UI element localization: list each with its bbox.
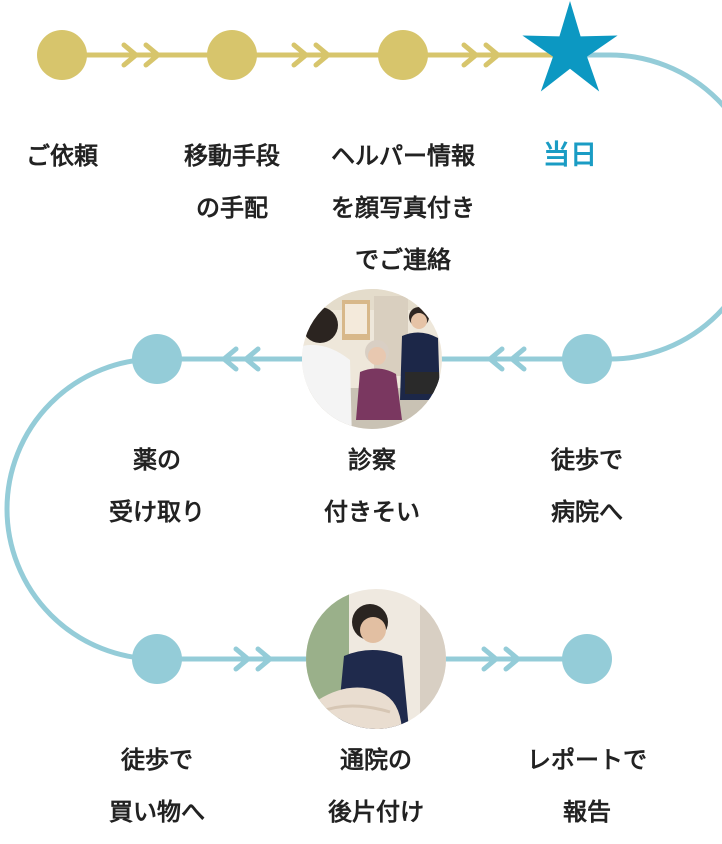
chevron-left-icon: [509, 346, 527, 372]
step-label-7: 薬の 受け取り: [109, 446, 205, 526]
step-label-today: 当日: [543, 140, 597, 171]
step-label-3: ヘルパー情報 を顔写真付き でご連絡: [331, 142, 475, 274]
step-node-8: [132, 634, 182, 684]
step-label-9: 通院の 後片付け: [328, 746, 424, 826]
step-node-3: [378, 30, 428, 80]
chevron-right-icon: [233, 646, 251, 672]
chevron-right-icon: [291, 42, 309, 68]
step-node-2: [207, 30, 257, 80]
step-node-7: [132, 334, 182, 384]
chevron-left-icon: [243, 346, 261, 372]
chevron-right-icon: [483, 42, 501, 68]
step-label-6: 診察 付きそい: [324, 446, 420, 526]
star-icon: [522, 1, 618, 92]
clinic-consultation-photo: [302, 289, 442, 429]
chevron-right-icon: [143, 42, 161, 68]
step-label-2: 移動手段 の手配: [184, 142, 280, 222]
chevron-left-icon: [487, 346, 505, 372]
chevron-right-icon: [461, 42, 479, 68]
chevron-left-icon: [221, 346, 239, 372]
chevron-right-icon: [121, 42, 139, 68]
helper-folding-laundry-photo: [306, 589, 446, 729]
step-node-5: [562, 334, 612, 384]
step-label-5: 徒歩で 病院へ: [551, 446, 623, 526]
chevron-right-icon: [481, 646, 499, 672]
step-node-10: [562, 634, 612, 684]
step-label-8: 徒歩で 買い物へ: [109, 746, 205, 826]
step-label-1: ご依頼: [26, 142, 98, 170]
chevron-right-icon: [313, 42, 331, 68]
step-label-10: レポートで 報告: [527, 746, 647, 826]
chevron-right-icon: [503, 646, 521, 672]
step-node-1: [37, 30, 87, 80]
chevron-right-icon: [255, 646, 273, 672]
